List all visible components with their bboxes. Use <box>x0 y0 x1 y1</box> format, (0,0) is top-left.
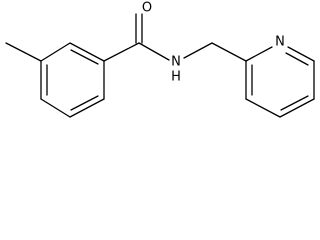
double-bond-inner <box>280 95 309 111</box>
amide-group: N H <box>138 42 213 85</box>
carbonyl-group: O <box>103 1 152 62</box>
bond <box>245 98 281 118</box>
amide-hydrogen-label: H <box>171 70 181 85</box>
double-bond-inner <box>285 52 309 66</box>
double-bond-inner <box>70 95 99 111</box>
benzene-ring <box>40 42 105 118</box>
bond <box>40 42 71 62</box>
bond <box>69 42 105 62</box>
methyl-bond <box>5 42 42 62</box>
bond <box>287 46 315 62</box>
bond <box>138 42 170 61</box>
bond <box>279 98 315 118</box>
methylene-bond <box>211 42 247 62</box>
bond <box>245 46 273 62</box>
bond <box>40 98 71 118</box>
double-bond-inner <box>70 49 99 65</box>
oxygen-atom-label: O <box>142 1 152 16</box>
pyridine-ring: N <box>245 35 315 118</box>
amide-nitrogen-label: N <box>171 55 181 70</box>
pyridine-nitrogen-label: N <box>275 35 285 50</box>
bond <box>183 42 213 59</box>
bond <box>69 98 105 118</box>
bond <box>103 42 140 62</box>
chemical-structure-diagram: O N H N <box>5 1 315 118</box>
